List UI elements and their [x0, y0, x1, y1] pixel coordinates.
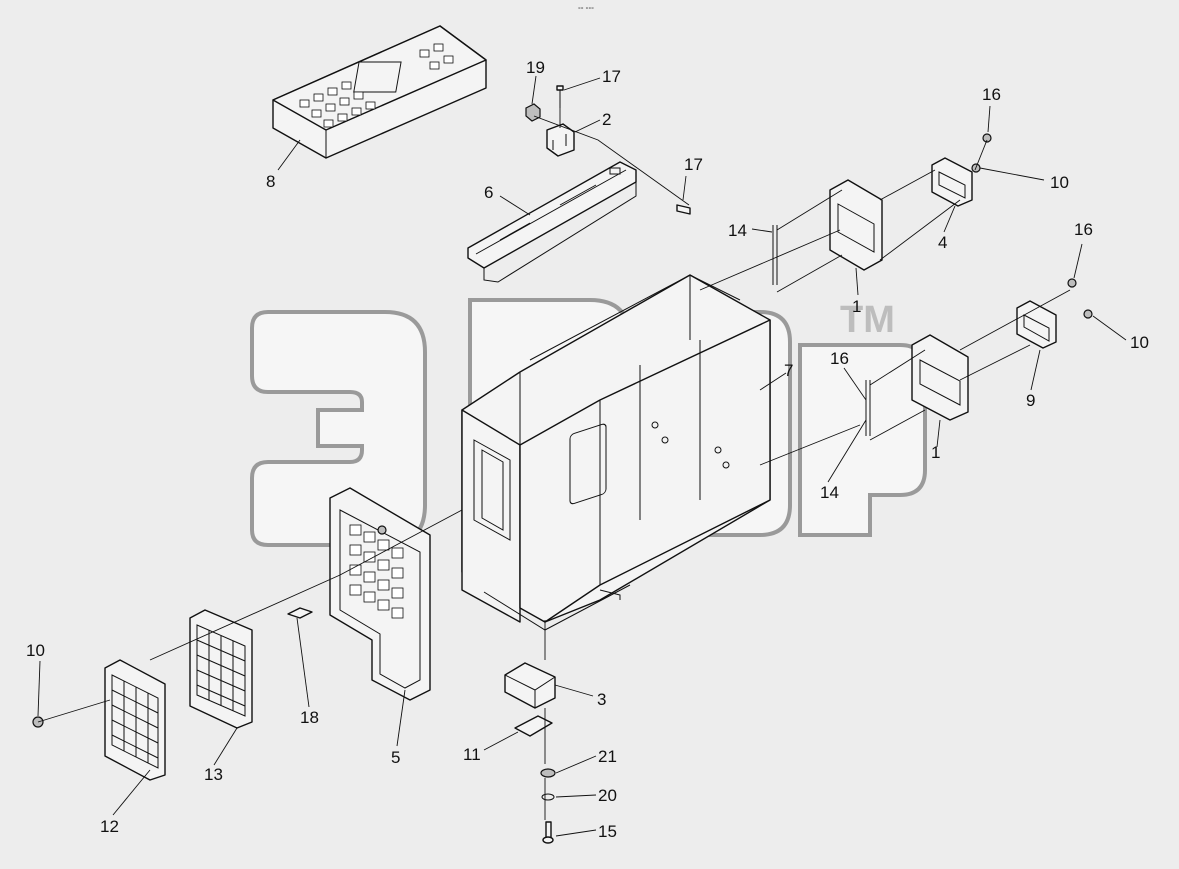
cover-part-9 [1016, 300, 1057, 349]
rod-part-14-upper [772, 225, 778, 285]
callout-1-upper: 1 [852, 297, 861, 316]
housing-part-7 [461, 274, 771, 631]
gasket-frame-part-1-lower [911, 334, 969, 421]
callout-10-upper: 10 [1050, 173, 1069, 192]
callout-14-lower: 14 [820, 483, 839, 502]
watermark-tm: TM [840, 299, 895, 341]
screw-part-16-upper [982, 133, 992, 143]
box-part-3 [504, 662, 556, 709]
callout-7: 7 [784, 361, 793, 380]
callout-15: 15 [598, 822, 617, 841]
callout-21: 21 [598, 747, 617, 766]
callout-18: 18 [300, 708, 319, 727]
filter-frame-part-5 [329, 487, 431, 701]
washer-part-20 [541, 793, 555, 801]
callout-20: 20 [598, 786, 617, 805]
callout-6: 6 [484, 183, 493, 202]
callout-leaders [37, 75, 1127, 837]
header-mark: °° °°° [578, 6, 594, 14]
grille-part-13 [189, 609, 253, 729]
callout-16-right: 16 [1074, 220, 1093, 239]
callout-10-right: 10 [1130, 333, 1149, 352]
callout-labels: 19 17 2 8 17 6 16 10 14 4 1 16 10 7 16 9… [26, 58, 1149, 841]
hinge-bracket-part-2 [546, 123, 575, 157]
callout-13: 13 [204, 765, 223, 784]
callout-16-lower: 16 [830, 349, 849, 368]
callout-16-upper: 16 [982, 85, 1001, 104]
cover-part-4 [931, 157, 973, 207]
callout-11: 11 [463, 745, 481, 764]
callout-14-upper: 14 [728, 221, 747, 240]
rod-part-14-lower [865, 380, 871, 436]
callout-10-left: 10 [26, 641, 45, 660]
washer-part-21 [540, 768, 556, 778]
bolt-part-15 [542, 821, 554, 844]
nut-part-19 [525, 103, 541, 122]
callout-2: 2 [602, 110, 611, 129]
callout-1-lower: 1 [931, 443, 940, 462]
bolt-part-17-right [676, 204, 691, 215]
grille-part-12 [104, 659, 166, 781]
callout-17-top: 17 [602, 67, 621, 86]
rail-part-6 [467, 161, 637, 283]
assembly-lines [37, 108, 1071, 820]
callout-4: 4 [938, 233, 947, 252]
bolt-part-17-top [556, 85, 564, 108]
clip-part-11 [514, 715, 553, 737]
callout-5: 5 [391, 748, 400, 767]
screw-part-10-lower [1083, 309, 1093, 319]
screw-part-16-lower [1067, 278, 1077, 288]
callout-3: 3 [597, 690, 606, 709]
bolt-part-18 [287, 607, 313, 619]
control-panel-part-8 [272, 25, 487, 159]
gasket-frame-part-1-upper [829, 179, 883, 271]
callout-8: 8 [266, 172, 275, 191]
callout-19: 19 [526, 58, 545, 77]
callout-12: 12 [100, 817, 119, 836]
callout-9: 9 [1026, 391, 1035, 410]
callout-17-right: 17 [684, 155, 703, 174]
